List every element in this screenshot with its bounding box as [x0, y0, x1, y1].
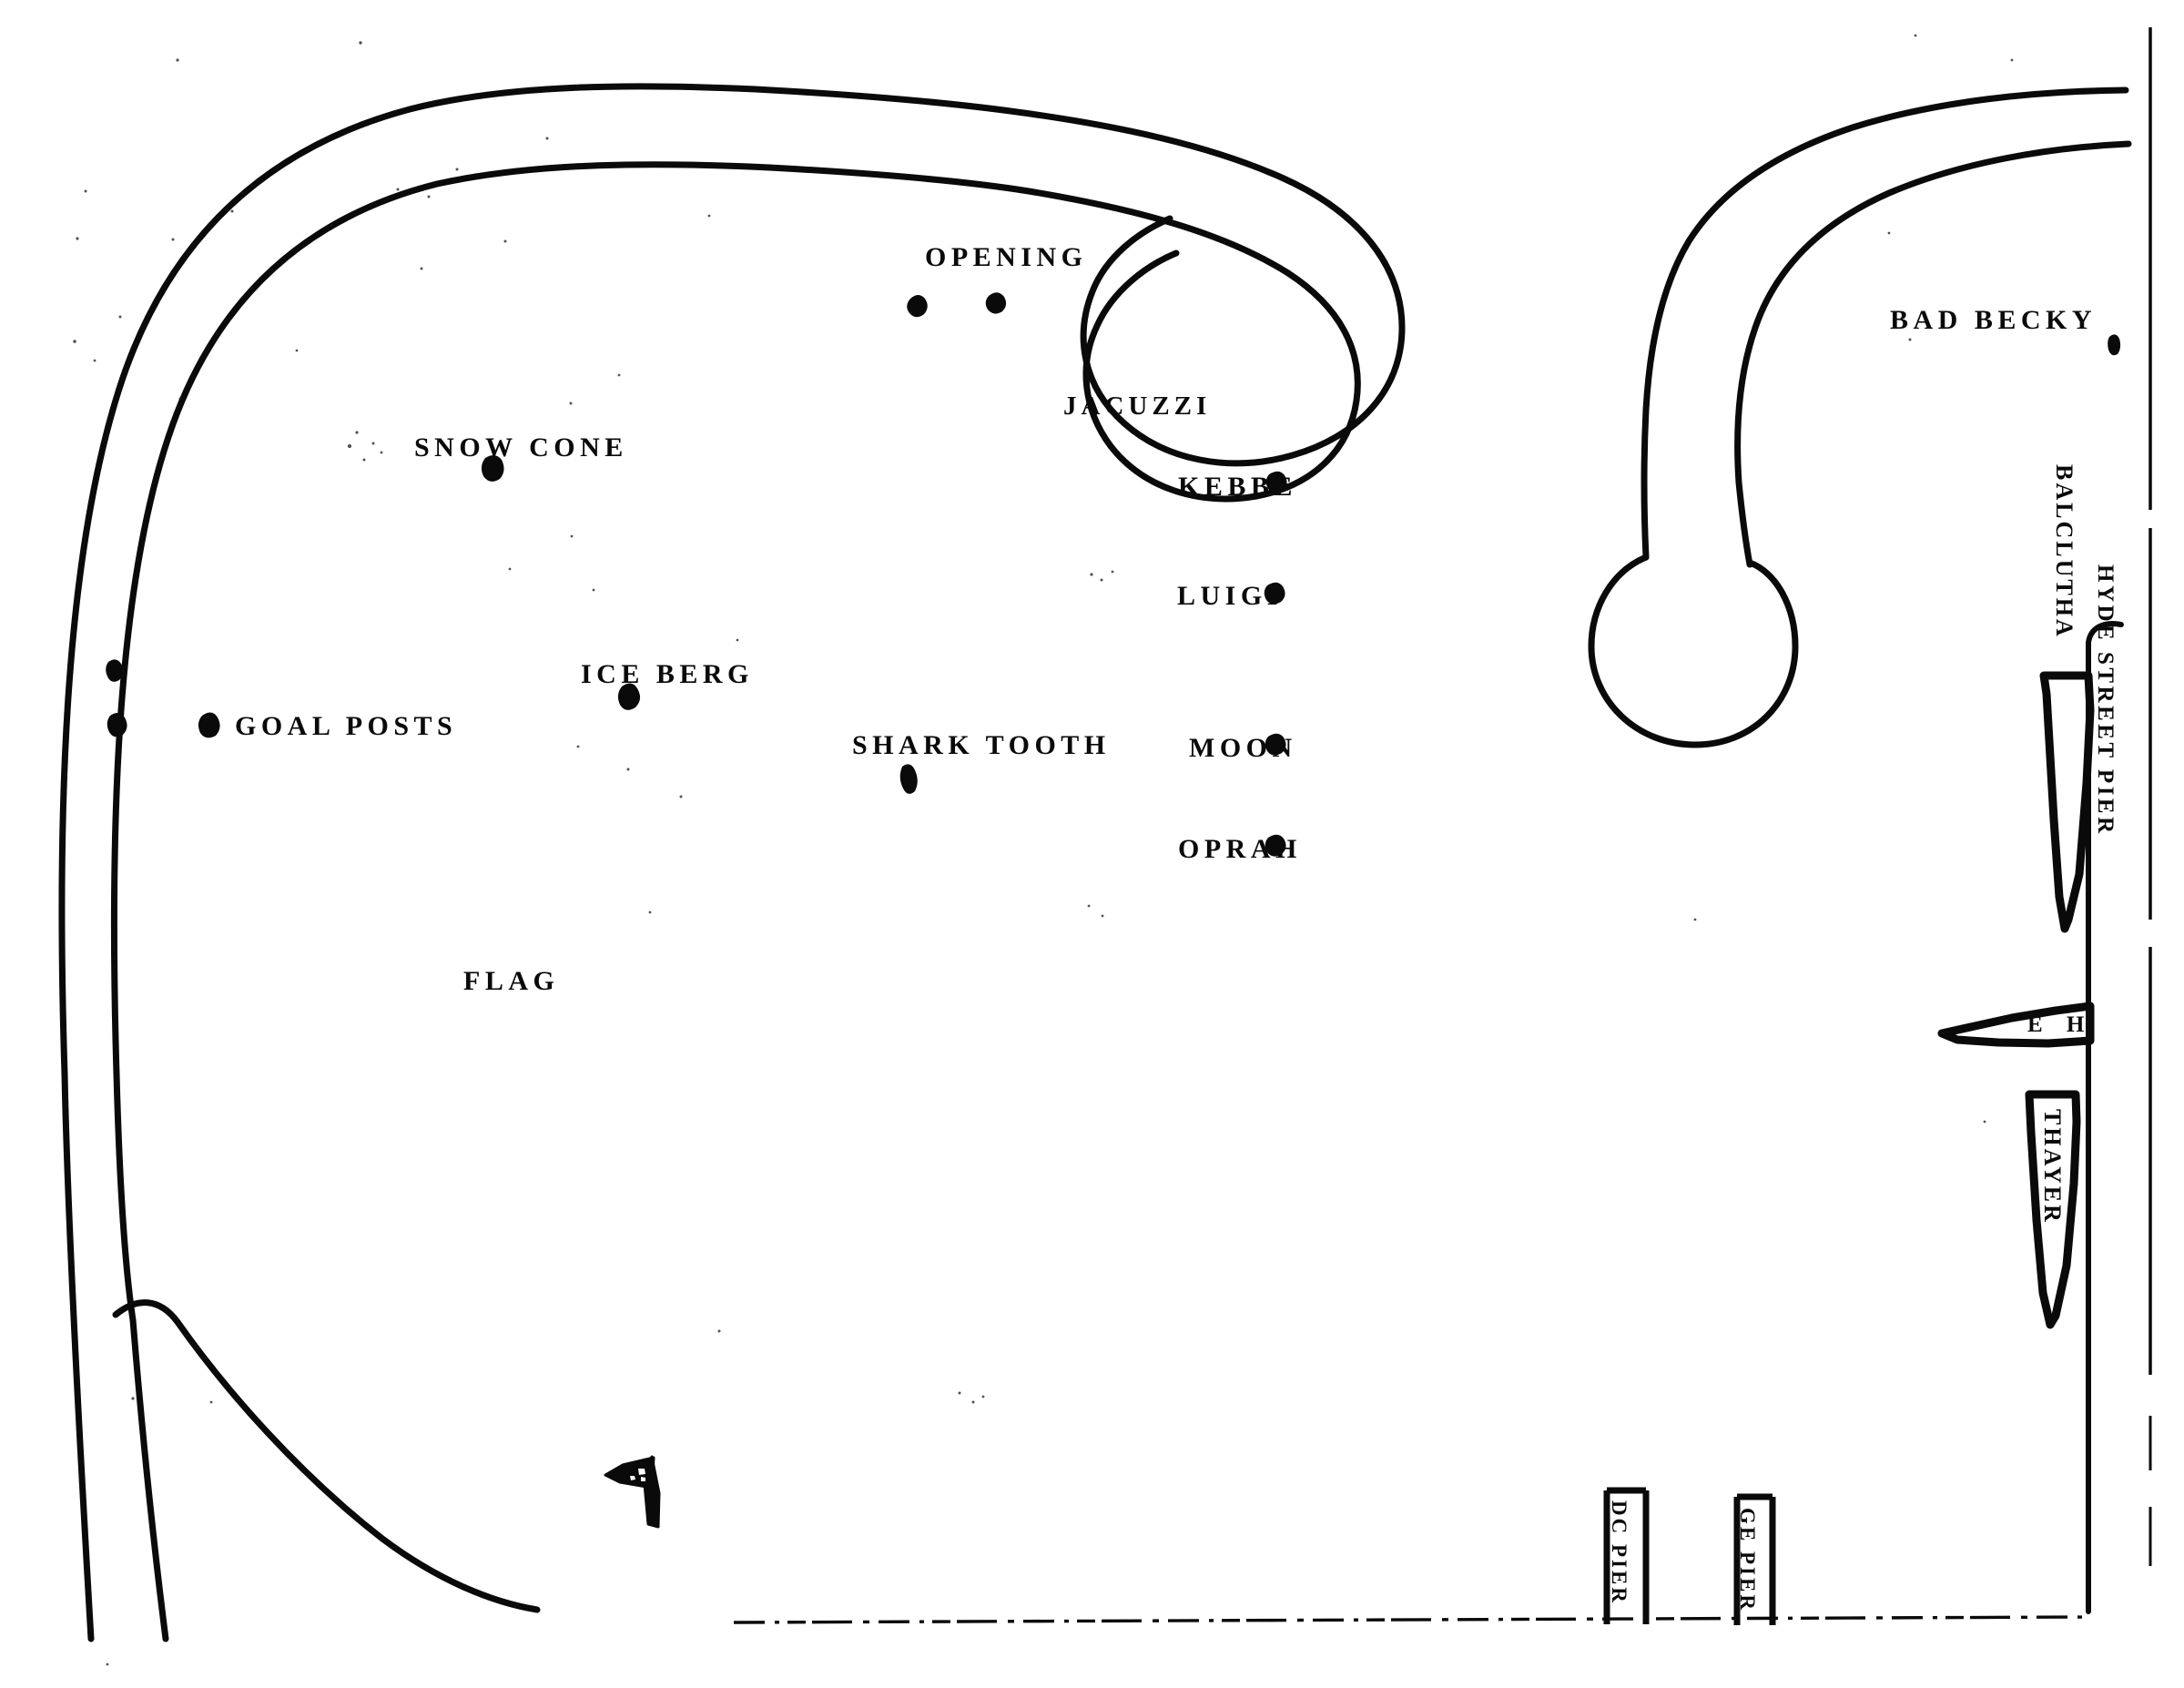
label-dc-pier: DC PIER — [1608, 1500, 1630, 1605]
label-bad-becky: BAD BECKY — [1890, 305, 2098, 335]
ship-balclutha-hull — [2039, 671, 2095, 933]
label-luigi: LUIGI — [1177, 581, 1283, 611]
marker-blob — [1264, 582, 1285, 605]
label-shark-tooth: SHARK TOOTH — [852, 730, 1111, 760]
coastline-right-inner — [1734, 140, 2132, 568]
flag-symbol — [604, 1455, 661, 1529]
shore-line — [112, 1299, 541, 1613]
label-ship-eh: E H — [2027, 1012, 2094, 1037]
breakwater-outer-tail — [61, 1071, 95, 1642]
breakwater-inner-line — [110, 161, 1361, 1078]
breakwater-inner-tail — [113, 1071, 169, 1642]
marker-blob — [907, 295, 928, 318]
ship-thayer-hull — [2025, 1090, 2081, 1329]
label-oprah: OPRAH — [1178, 834, 1302, 864]
label-ice-berg: ICE BERG — [581, 659, 754, 689]
marker-blob — [481, 454, 504, 482]
label-opening: OPENING — [925, 242, 1088, 272]
label-hyde-street-pier: HYDE STREET PIER — [2093, 564, 2118, 837]
label-ship-thayer: THAYER — [2039, 1109, 2066, 1225]
marker-blob — [617, 683, 641, 710]
ge-pier-outline — [1733, 1493, 1776, 1625]
label-moon: MOON — [1189, 733, 1297, 763]
marker-blob — [1265, 471, 1287, 493]
coastline-right-outer — [1641, 86, 2129, 561]
label-kebbe: KEBBE — [1178, 472, 1297, 502]
jacuzzi-circle — [1588, 554, 1799, 748]
marker-blob — [1265, 733, 1286, 756]
marker-blob — [198, 712, 220, 738]
marker-blob — [1265, 834, 1286, 857]
label-snow-cone: SNOW CONE — [414, 432, 628, 463]
hyde-street-pier-line — [2086, 621, 2124, 1614]
marker-blob — [985, 292, 1007, 314]
paper-speckle — [73, 34, 2014, 1666]
bottom-shore-dashed — [733, 1615, 2089, 1624]
marker-blob — [106, 659, 124, 682]
label-goal-posts: GOAL POSTS — [235, 711, 458, 741]
marker-blob — [899, 764, 918, 794]
label-jacuzzi: JACUZZI — [1063, 391, 1212, 421]
label-ge-pier: GE PIER — [1736, 1508, 1759, 1612]
dc-pier-outline — [1603, 1487, 1650, 1624]
label-flag: FLAG — [463, 966, 560, 996]
marker-blob — [107, 712, 127, 737]
marker-blob — [2108, 334, 2121, 356]
label-ship-balclutha: BALCLUTHA — [2051, 464, 2077, 639]
breakwater-outer-line — [58, 83, 1406, 1078]
marker-blobs — [106, 292, 2121, 857]
ship-eh-hull — [1937, 1002, 2095, 1048]
